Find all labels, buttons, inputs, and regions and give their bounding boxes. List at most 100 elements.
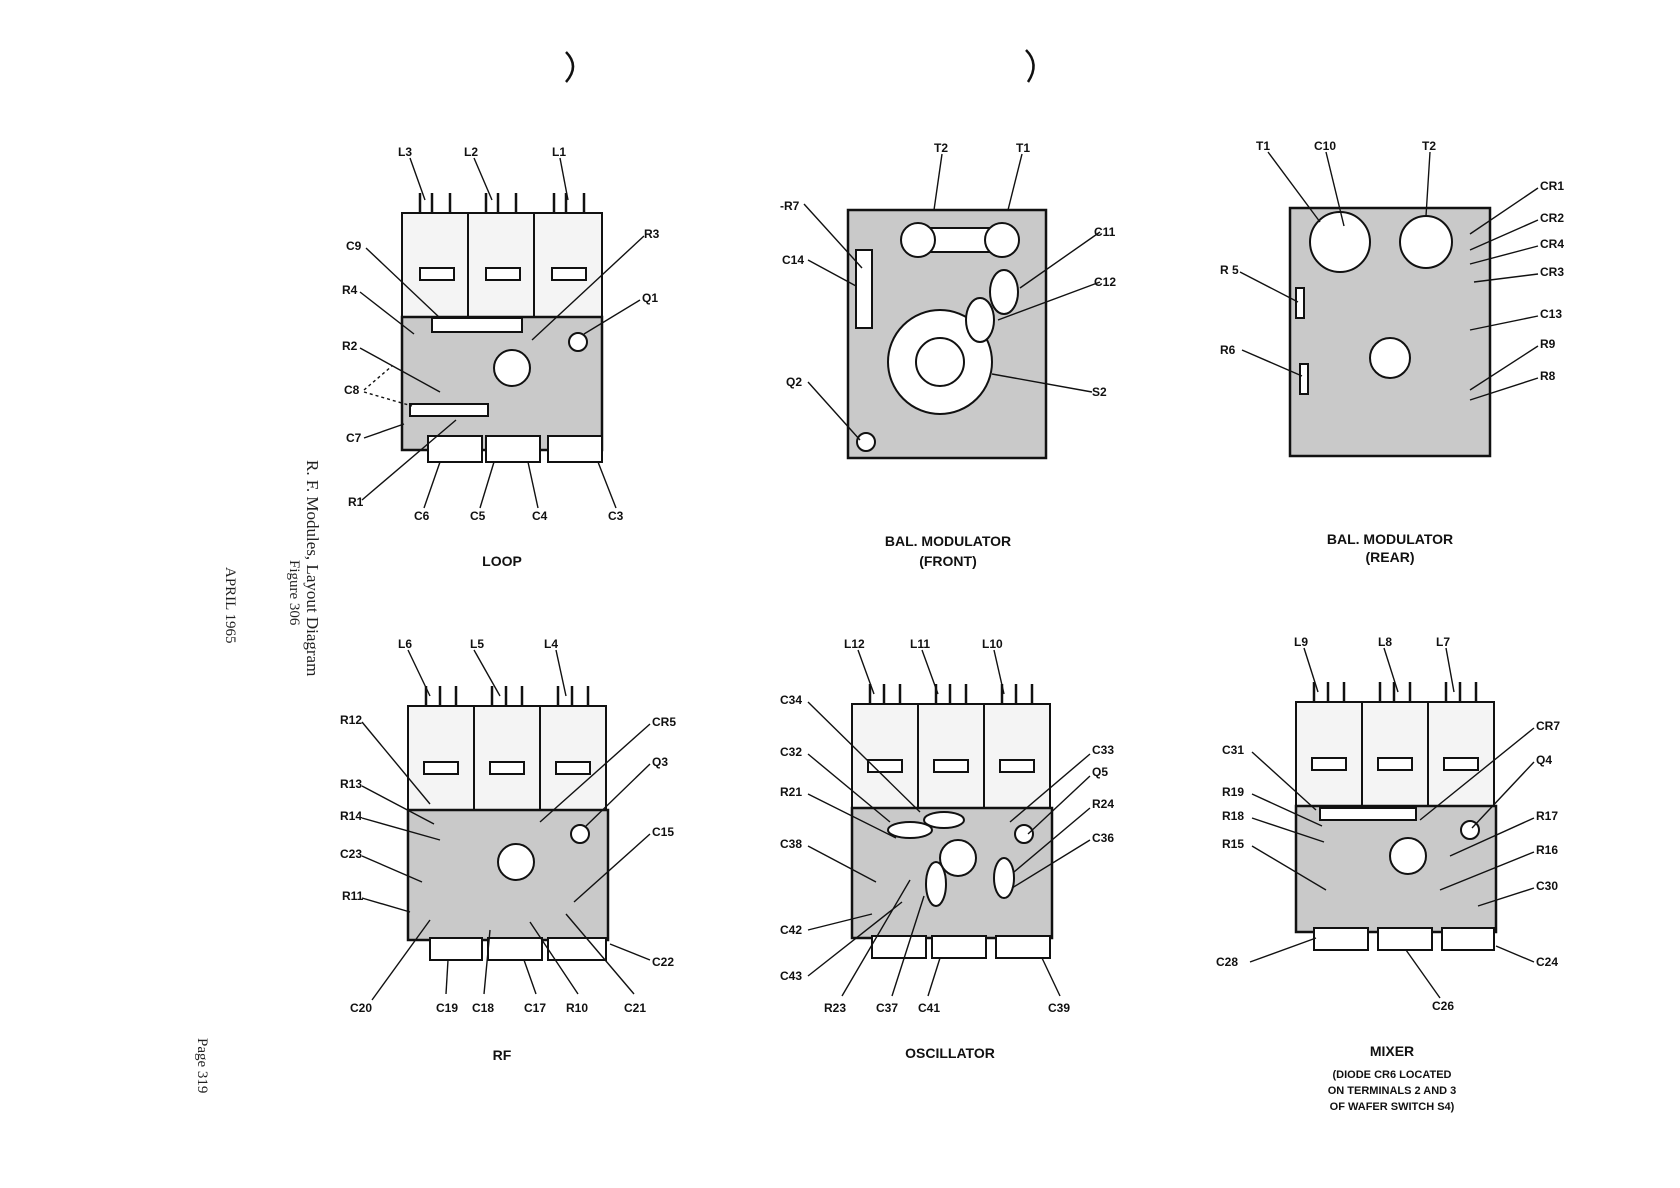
label-c24: C24 [1536, 955, 1558, 969]
caption-bal-rear: BAL. MODULATOR [1327, 531, 1453, 547]
caption-rf: RF [493, 1047, 512, 1063]
label-r21: R21 [780, 785, 802, 799]
label-l12: L12 [844, 637, 865, 651]
oscillator-module: L12 L11 L10 C34 C32 C33 Q5 R21 R24 C38 C… [780, 637, 1114, 1061]
label-q3: Q3 [652, 755, 668, 769]
label-c22: C22 [652, 955, 674, 969]
label-q5: Q5 [1092, 765, 1108, 779]
label-r8: R8 [1540, 369, 1556, 383]
label-r15: R15 [1222, 837, 1244, 851]
mixer-note-line-1: (DIODE CR6 LOCATED [1333, 1069, 1452, 1081]
label-cr7: CR7 [1536, 719, 1560, 733]
label-c20: C20 [350, 1001, 372, 1015]
label-rear-t2: T2 [1422, 139, 1436, 153]
label-c14: C14 [782, 253, 804, 267]
label-c23: C23 [340, 847, 362, 861]
label-cr2: CR2 [1540, 211, 1564, 225]
label-t2: T2 [934, 141, 948, 155]
label-c28: C28 [1216, 955, 1238, 969]
front-labels: T2 T1 -R7 C11 C14 C12 Q2 S2 [780, 141, 1116, 399]
mixer-note-line-3: OF WAFER SWITCH S4) [1330, 1101, 1455, 1113]
label-c5: C5 [470, 509, 486, 523]
label-l9: L9 [1294, 635, 1308, 649]
label-r9: R9 [1540, 337, 1556, 351]
label-c18: C18 [472, 1001, 494, 1015]
label-c6: C6 [414, 509, 430, 523]
label-cr5: CR5 [652, 715, 676, 729]
label-cr3: CR3 [1540, 265, 1564, 279]
label-l1: L1 [552, 145, 566, 159]
label-c43: C43 [780, 969, 802, 983]
caption-bal-rear-sub: (REAR) [1366, 549, 1415, 565]
label-c31: C31 [1222, 743, 1244, 757]
caption-bal-front: BAL. MODULATOR [885, 533, 1011, 549]
label-l7: L7 [1436, 635, 1450, 649]
label-l5: L5 [470, 637, 484, 651]
label-r4: R4 [342, 283, 358, 297]
label-c7: C7 [346, 431, 362, 445]
label-c37: C37 [876, 1001, 898, 1015]
caption-mixer: MIXER [1370, 1043, 1414, 1059]
label-cr4: CR4 [1540, 237, 1564, 251]
label-c38: C38 [780, 837, 802, 851]
label-c36: C36 [1092, 831, 1114, 845]
label-l11: L11 [910, 637, 930, 651]
label-cr1: CR1 [1540, 179, 1564, 193]
mixer-note-line-2: ON TERMINALS 2 AND 3 [1328, 1085, 1457, 1097]
label-c33: C33 [1092, 743, 1114, 757]
mixer-labels: L9 L8 L7 CR7 C31 Q4 R19 R18 R17 R15 R16 … [1216, 635, 1560, 1013]
label-q2: Q2 [786, 375, 802, 389]
binding-mark-left [565, 51, 575, 83]
mixer-module: L9 L8 L7 CR7 C31 Q4 R19 R18 R17 R15 R16 … [1216, 635, 1560, 1113]
label-c15: C15 [652, 825, 674, 839]
label-r24: R24 [1092, 797, 1114, 811]
binding-mark-right [1025, 49, 1035, 83]
label-c26: C26 [1432, 999, 1454, 1013]
label-c41: C41 [918, 1001, 940, 1015]
label-c12: C12 [1094, 275, 1116, 289]
label-q4: Q4 [1536, 753, 1552, 767]
label-l3: L3 [398, 145, 412, 159]
label-c4: C4 [532, 509, 548, 523]
label-c34: C34 [780, 693, 802, 707]
label-l8: L8 [1378, 635, 1392, 649]
label-rear-t1: T1 [1256, 139, 1270, 153]
label-c8: C8 [344, 383, 360, 397]
label-r11: R11 [342, 889, 364, 903]
label-r5: R 5 [1220, 263, 1239, 277]
label-r17: R17 [1536, 809, 1558, 823]
label-r13: R13 [340, 777, 362, 791]
label-l4: L4 [544, 637, 558, 651]
label-l6: L6 [398, 637, 412, 651]
label-c13: C13 [1540, 307, 1562, 321]
label-r10: R10 [566, 1001, 588, 1015]
rf-module: L6 L5 L4 R12 CR5 R13 Q3 R14 C15 C23 R11 … [340, 637, 676, 1063]
caption-oscillator: OSCILLATOR [905, 1045, 995, 1061]
label-q1: Q1 [642, 291, 658, 305]
label-r14: R14 [340, 809, 362, 823]
label-c17: C17 [524, 1001, 546, 1015]
loop-module: L3 L2 L1 C9 R3 R4 Q1 R2 C8 C7 R1 C6 C5 C… [342, 145, 660, 569]
label-c30: C30 [1536, 879, 1558, 893]
label-r7: -R7 [780, 199, 800, 213]
label-c32: C32 [780, 745, 802, 759]
loop-labels: L3 L2 L1 C9 R3 R4 Q1 R2 C8 C7 R1 C6 C5 C… [342, 145, 660, 523]
label-c39: C39 [1048, 1001, 1070, 1015]
caption-loop: LOOP [482, 553, 522, 569]
label-t1: T1 [1016, 141, 1030, 155]
label-r16: R16 [1536, 843, 1558, 857]
label-r18: R18 [1222, 809, 1244, 823]
label-r12: R12 [340, 713, 362, 727]
caption-bal-front-sub: (FRONT) [919, 553, 977, 569]
rf-labels: L6 L5 L4 R12 CR5 R13 Q3 R14 C15 C23 R11 … [340, 637, 676, 1015]
label-r1: R1 [348, 495, 364, 509]
label-r3: R3 [644, 227, 660, 241]
label-c19: C19 [436, 1001, 458, 1015]
label-c42: C42 [780, 923, 802, 937]
bal-modulator-rear-module: T1 C10 T2 CR1 CR2 CR4 CR3 R 5 C13 R6 R9 … [1220, 139, 1564, 565]
label-r23: R23 [824, 1001, 846, 1015]
bal-modulator-front-module: T2 T1 -R7 C11 C14 C12 Q2 S2 BAL. MODULAT… [780, 141, 1116, 569]
label-c3: C3 [608, 509, 624, 523]
